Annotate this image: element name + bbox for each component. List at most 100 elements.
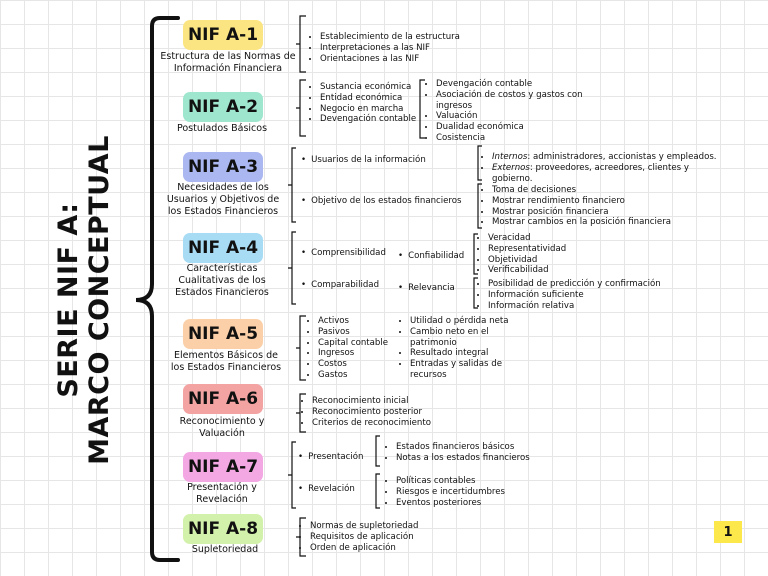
main-brace [135, 16, 180, 562]
list-item: Mostrar posición financiera [492, 207, 671, 218]
list-item: Información suficiente [488, 290, 661, 301]
list-item: Mostrar rendimiento financiero [492, 196, 671, 207]
nif-a3-objetivo-list: Toma de decisiones Mostrar rendimiento f… [482, 185, 671, 228]
nif-a3-badge: NIF A-3 [183, 152, 263, 182]
nif-a6-subtitle-line1: Reconocimiento y [179, 416, 265, 427]
nif-a7-badge: NIF A-7 [183, 452, 263, 482]
list-item: Ingresos [318, 348, 388, 359]
nif-a5-badge: NIF A-5 [183, 319, 263, 349]
a7-rev-bracket [375, 473, 380, 509]
nif-a5-subtitle-line1: Elementos Básicos de [174, 350, 278, 361]
nif-a2-list: Sustancia económica Entidad económica Ne… [310, 82, 416, 125]
list-item: Capital contable [318, 338, 388, 349]
internos-text: : administradores, accionistas y emplead… [527, 152, 717, 162]
nif-a7-revelacion: Revelación [298, 484, 355, 494]
nif-a7-subtitle-line1: Presentación y [187, 482, 257, 493]
nif-a4-subtitle-line3: Estados Financieros [175, 287, 269, 298]
list-item: Internos: administradores, accionistas y… [492, 152, 717, 163]
list-item: Toma de decisiones [492, 185, 671, 196]
list-item: Políticas contables [396, 476, 505, 487]
nif-a4-relevancia: Relevancia [398, 283, 455, 293]
list-item: Costos [318, 359, 388, 370]
nif-a3-subtitle-line3: los Estados Financieros [167, 206, 279, 217]
list-item: Criterios de reconocimiento [312, 418, 431, 429]
list-item: Resultado integral [410, 348, 510, 359]
nif-a7-subtitle: Presentación y Revelación [160, 482, 284, 506]
nif-a3-subtitle: Necesidades de los Usuarios y Objetivos … [158, 182, 288, 218]
list-item: Entidad económica [320, 93, 416, 104]
externos-text-2: gobierno. [492, 173, 533, 184]
list-item: Riesgos e incertidumbres [396, 487, 505, 498]
nif-a1-badge: NIF A-1 [183, 20, 263, 50]
a5-bracket [296, 315, 306, 381]
nif-a3-subtitle-line2: Usuarios y Objetivos de [166, 194, 280, 205]
nif-a7-revelacion-list: Políticas contables Riesgos e incertidum… [386, 476, 505, 508]
nif-a4-relevancia-list: Posibilidad de predicción y confirmación… [478, 279, 661, 311]
a1-bracket [296, 15, 306, 73]
nif-a4-badge: NIF A-4 [183, 233, 263, 263]
list-item: Normas de supletoriedad [310, 521, 418, 532]
list-item: Entradas y salidas de recursos [410, 359, 510, 381]
a7-bracket [288, 441, 296, 509]
list-item: Externos: proveedores, acreedores, clien… [492, 163, 717, 185]
list-item: Gastos [318, 370, 388, 381]
list-item: Asociación de costos y gastos con ingres… [436, 90, 586, 112]
list-item: Representatividad [488, 244, 566, 255]
list-item: Veracidad [488, 233, 566, 244]
nif-a5-subtitle-line2: los Estados Financieros [170, 362, 282, 373]
nif-a7-presentacion: Presentación [298, 452, 363, 462]
externos-label: Externos [492, 162, 530, 173]
list-item: Notas a los estados financieros [396, 453, 530, 464]
list-item: Valuación [436, 111, 586, 122]
list-item: Mostrar cambios en la posición financier… [492, 217, 671, 228]
nif-a6-badge: NIF A-6 [183, 384, 263, 414]
nif-a5-list2: Utilidad o pérdida neta Cambio neto en e… [400, 316, 510, 381]
list-item: Orientaciones a las NIF [320, 54, 460, 65]
externos-text: : proveedores, acreedores, clientes y [529, 162, 689, 173]
list-item: Verificabilidad [488, 265, 566, 276]
nif-a8-list: Normas de supletoriedad Requisitos de ap… [300, 521, 418, 553]
nif-a2-badge: NIF A-2 [183, 92, 263, 122]
list-item: Dualidad económica [436, 122, 586, 133]
list-item: Estados financieros básicos [396, 442, 530, 453]
nif-a4-comprensibilidad: Comprensibilidad [301, 248, 386, 258]
nif-a7-presentacion-list: Estados financieros básicos Notas a los … [386, 442, 530, 464]
nif-a4-comparabilidad: Comparabilidad [301, 280, 379, 290]
nif-a5-list: Activos Pasivos Capital contable Ingreso… [308, 316, 388, 381]
list-item: Objetividad [488, 255, 566, 266]
list-item: Reconocimiento posterior [312, 407, 431, 418]
main-title-line1: SERIE NIF A: [53, 202, 84, 398]
list-item: Eventos posteriores [396, 498, 505, 509]
nif-a2-list2: Devengación contable Asociación de costo… [426, 79, 586, 144]
nif-a4-subtitle: Características Cualitativas de los Esta… [160, 263, 284, 299]
list-item: Negocio en marcha [320, 104, 416, 115]
a2-bracket [296, 79, 306, 137]
nif-a8-badge: NIF A-8 [183, 514, 263, 544]
list-item: Cambio neto en el patrimonio [410, 327, 510, 349]
list-item: Activos [318, 316, 388, 327]
page-number: 1 [714, 521, 742, 543]
list-item: Devengación contable [320, 114, 416, 125]
list-item: Sustancia económica [320, 82, 416, 93]
a3-objetivo-bracket [477, 183, 482, 229]
a2-inner-bracket [419, 79, 425, 139]
nif-a6-list: Reconocimiento inicial Reconocimiento po… [302, 396, 431, 428]
a4-bracket [288, 231, 296, 305]
list-item: Devengación contable [436, 79, 586, 90]
nif-a3-objetivo-label: Objetivo de los estados financieros [301, 196, 461, 206]
list-item: Requisitos de aplicación [310, 532, 418, 543]
nif-a4-subtitle-line1: Características [186, 263, 258, 274]
nif-a6-subtitle-line2: Valuación [199, 428, 245, 439]
list-item: Pasivos [318, 327, 388, 338]
nif-a8-subtitle: Supletoriedad [191, 544, 259, 555]
a7-pres-bracket [375, 435, 380, 467]
list-item: Reconocimiento inicial [312, 396, 431, 407]
nif-a3-usuarios-label: Usuarios de la información [301, 155, 426, 165]
list-item: Interpretaciones a las NIF [320, 43, 460, 54]
nif-a5-subtitle: Elementos Básicos de los Estados Financi… [160, 350, 292, 374]
nif-a1-subtitle-line1: Estructura de las Normas de [160, 51, 296, 62]
nif-a6-subtitle: Reconocimiento y Valuación [160, 416, 284, 440]
list-item: Establecimiento de la estructura [320, 32, 460, 43]
main-title-line2: MARCO CONCEPTUAL [84, 135, 115, 465]
nif-a4-confiabilidad: Confiabilidad [398, 251, 464, 261]
